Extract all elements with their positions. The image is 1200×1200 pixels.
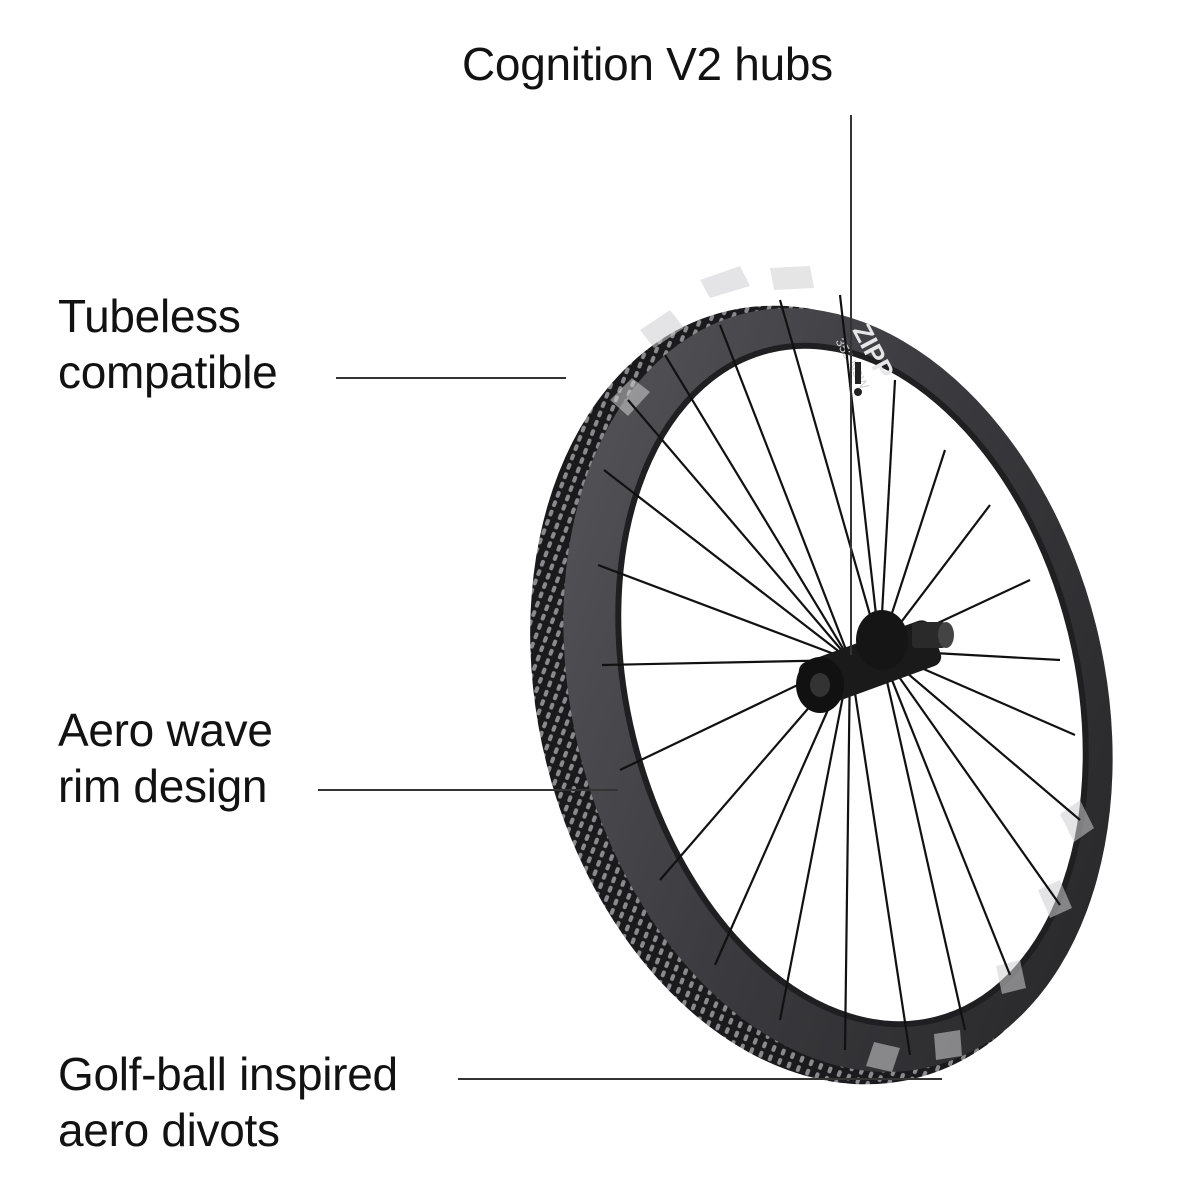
hub (796, 610, 954, 713)
leader-line-hubs (850, 115, 852, 655)
callout-hubs-text: Cognition V2 hubs (462, 38, 833, 90)
valve-stem (854, 362, 862, 396)
leader-line-golf-ball (458, 1078, 942, 1080)
callout-golf-ball: Golf-ball inspired aero divots (58, 1046, 398, 1158)
rim-wave-graphics (610, 266, 1094, 1072)
callout-tubeless: Tubeless compatible (58, 288, 278, 400)
callout-golf-ball-line2: aero divots (58, 1104, 280, 1156)
rim (530, 305, 1113, 1085)
callout-tubeless-line2: compatible (58, 346, 278, 398)
callout-golf-ball-line1: Golf-ball inspired (58, 1048, 398, 1100)
callout-aero-wave-line2: rim design (58, 760, 268, 812)
callout-tubeless-line1: Tubeless (58, 290, 241, 342)
leader-line-aero-wave (318, 789, 618, 791)
callout-hubs: Cognition V2 hubs (462, 36, 833, 92)
callout-aero-wave: Aero wave rim design (58, 702, 273, 814)
leader-line-tubeless (336, 377, 566, 379)
callout-aero-wave-line1: Aero wave (58, 704, 273, 756)
